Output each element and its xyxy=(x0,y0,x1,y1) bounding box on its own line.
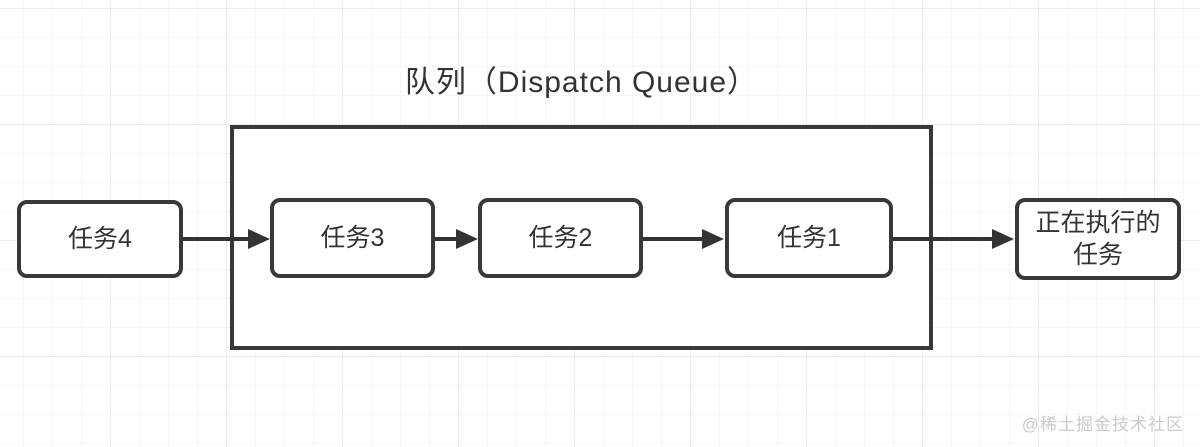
arrow-head-task1-to-executing xyxy=(992,229,1014,249)
node-executing-task: 正在执行的 任务 xyxy=(1015,198,1181,280)
diagram-title: 队列（Dispatch Queue） xyxy=(404,66,759,99)
arrow-line-task3-to-task2 xyxy=(435,237,458,241)
arrow-line-task2-to-task1 xyxy=(643,237,704,241)
node-task3: 任务3 xyxy=(270,198,435,278)
arrow-line-task1-to-executing xyxy=(893,237,994,241)
node-task1: 任务1 xyxy=(725,198,893,278)
node-task4: 任务4 xyxy=(17,200,183,278)
arrow-head-task3-to-task2 xyxy=(456,229,478,249)
node-task2: 任务2 xyxy=(478,198,643,278)
watermark: @稀土掘金技术社区 xyxy=(1021,415,1184,434)
arrow-head-task4-to-task3 xyxy=(248,229,270,249)
arrow-head-task2-to-task1 xyxy=(702,229,724,249)
arrow-line-task4-to-task3 xyxy=(183,237,249,241)
